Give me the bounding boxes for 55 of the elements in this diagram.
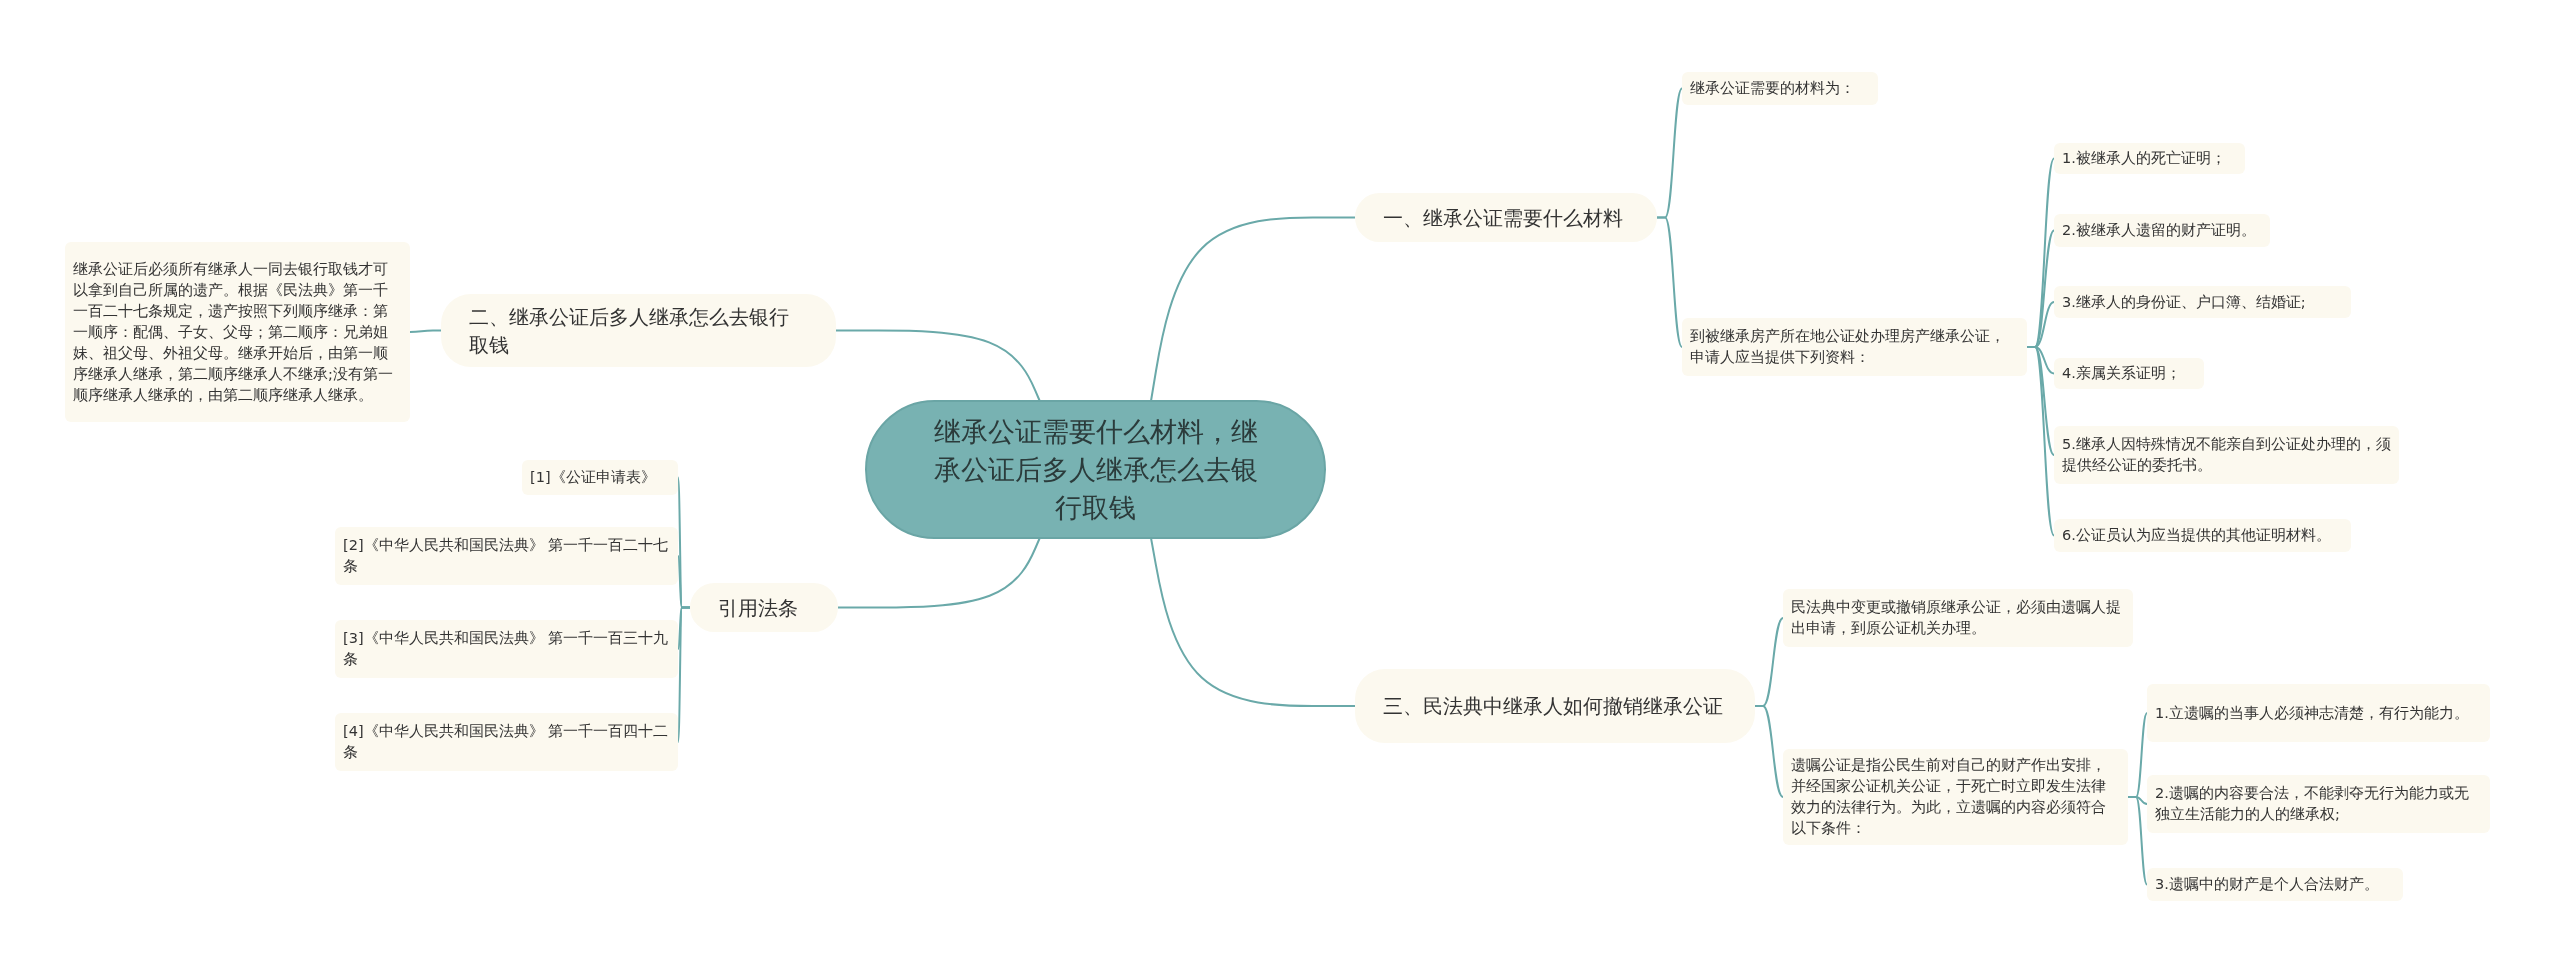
leaf-note [1783, 749, 2128, 845]
branch-topic [690, 583, 838, 632]
leaf-note [1783, 589, 2133, 647]
leaf-note [335, 620, 678, 678]
note-text: 5.继承人因特殊情况不能亲自到公证处办理的，须提供经公证的委托书。 [2062, 435, 2391, 475]
note-text: 到被继承房产所在地公证处办理房产继承公证，申请人应当提供下列资料： [1690, 327, 2006, 367]
connector-line [1149, 216, 1356, 403]
note-text: 1.立遗嘱的当事人必须神志清楚，有行为能力。 [2155, 703, 2470, 723]
leaf-note [1682, 318, 2027, 376]
branch-topic [1355, 193, 1657, 242]
topic-text: 继承公证需要什么材料，继承公证后多人继承怎么去银行取钱 [932, 414, 1259, 525]
leaf-note [2054, 519, 2351, 552]
note-text: 3.遗嘱中的财产是个人合法财产。 [2155, 875, 2380, 894]
leaf-note [2054, 286, 2351, 318]
leaf-note [2054, 358, 2204, 389]
connector-line [1149, 536, 1356, 707]
note-text: 2.被继承人遗留的财产证明。 [2062, 221, 2257, 240]
leaf-note [522, 460, 678, 495]
branch-text: 三、民法典中继承人如何撤销继承公证 [1383, 693, 1724, 720]
branch-topic [441, 294, 836, 367]
branch-text: 一、继承公证需要什么材料 [1383, 204, 1624, 232]
connector-line [409, 329, 442, 333]
leaf-note [335, 713, 678, 771]
note-text: 3.继承人的身份证、户口簿、结婚证; [2062, 292, 2307, 312]
note-text: [4]《中华人民共和国民法典》 第一千一百四十二条 [343, 722, 670, 762]
leaf-note [2147, 684, 2490, 742]
leaf-note [2147, 868, 2403, 901]
note-text: 民法典中变更或撤销原继承公证，必须由遗嘱人提出申请，到原公证机关办理。 [1791, 598, 2122, 638]
connector-line [835, 329, 1042, 403]
leaf-note [1682, 72, 1878, 105]
leaf-note [2054, 214, 2270, 247]
connector-line [2127, 796, 2148, 886]
leaf-note [335, 527, 678, 585]
connector-line [677, 606, 691, 743]
note-text: 4.亲属关系证明； [2062, 364, 2182, 383]
note-text: 遗嘱公证是指公民生前对自己的财产作出安排，并经国家公证机关公证，于死亡时立即发生法律效力的法律行为。为此，立遗嘱的内容必须符合以下条件： [1791, 756, 2107, 838]
leaf-note [2054, 426, 2399, 484]
note-text: [2]《中华人民共和国民法典》 第一千一百二十七条 [343, 536, 670, 576]
branch-text: 引用法条 [718, 594, 799, 622]
branch-topic [1355, 669, 1755, 743]
leaf-note [65, 242, 410, 422]
note-text: 1.被继承人的死亡证明； [2062, 149, 2227, 168]
connector-line [1656, 216, 1683, 348]
note-text: 继承公证后必须所有继承人一同去银行取钱才可以拿到自己所属的遗产。根据《民法典》第一千一百二十七条规定，遗产按照下列顺序继承：第一顺序：配偶、子女、父母；第二顺序：兄弟姐妹、祖父母、外祖父母。继承开始后，由第一顺序继承人继承，第二顺序继承人不继承;没有第一顺序继承人继承的，由第二顺序继承人继承。 [73, 259, 394, 405]
leaf-note [2054, 143, 2245, 174]
note-text: [1]《公证申请表》 [530, 468, 657, 487]
connector-line [2026, 346, 2055, 537]
note-text: 继承公证需要的材料为： [1690, 79, 1856, 98]
branch-text: 二、继承公证后多人继承怎么去银行取钱 [469, 303, 790, 359]
note-text: 6.公证员认为应当提供的其他证明材料。 [2062, 526, 2332, 545]
leaf-note [2147, 775, 2490, 833]
note-text: 2.遗嘱的内容要合法，不能剥夺无行为能力或无独立生活能力的人的继承权; [2155, 784, 2470, 824]
connector-line [1754, 705, 1784, 798]
connector-line [837, 536, 1042, 609]
note-text: [3]《中华人民共和国民法典》 第一千一百三十九条 [343, 629, 670, 669]
